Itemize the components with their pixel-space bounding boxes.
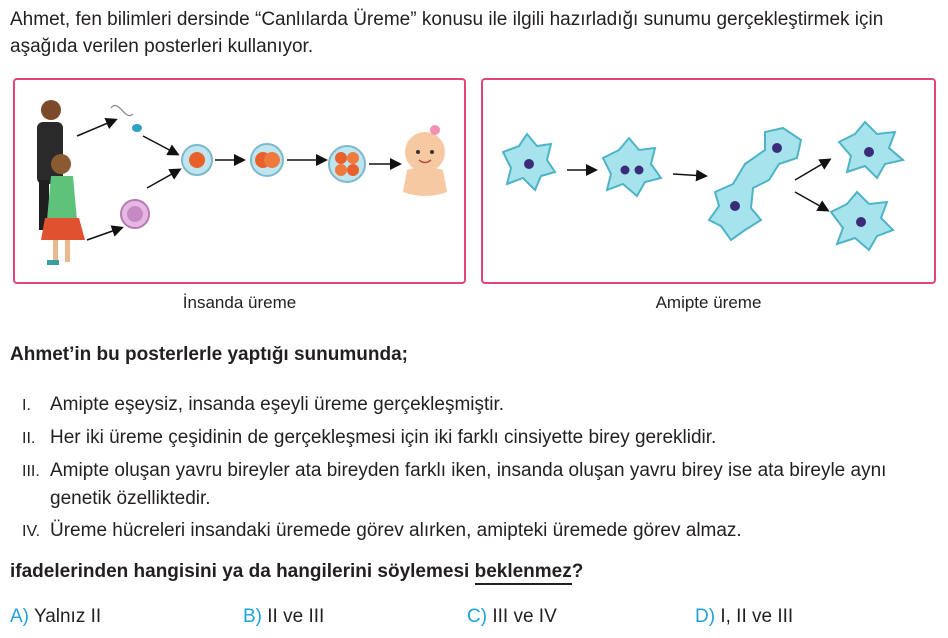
- option-letter: A): [10, 606, 29, 627]
- option-a[interactable]: A) Yalnız II: [10, 606, 101, 628]
- two-cell-embryo: [250, 143, 284, 177]
- amoeba-splitting: [707, 126, 803, 242]
- option-text: I, II ve III: [720, 606, 794, 627]
- statement-text: Amipte oluşan yavru bireyler ata bireyde…: [50, 460, 887, 509]
- ending-question-mark: ?: [571, 561, 584, 582]
- statement-4: IV. Üreme hücreleri insandaki üremede gör…: [22, 517, 940, 546]
- sperm-cell: [110, 105, 142, 132]
- question-stem: Ahmet’in bu posterlerle yaptığı sunumund…: [10, 344, 408, 365]
- statement-1: I. Amipte eşeysiz, insanda eşeyli üreme g…: [22, 391, 940, 420]
- statement-number: I.: [22, 397, 31, 414]
- baby-figure: [403, 125, 447, 196]
- poster-amoeba-reproduction: [481, 78, 936, 284]
- option-b[interactable]: B) II ve III: [243, 606, 324, 628]
- statement-text: Amipte eşeysiz, insanda eşeyli üreme ger…: [50, 394, 505, 415]
- option-d[interactable]: D) I, II ve III: [695, 606, 793, 628]
- ending-underlined-word: beklenmez: [474, 561, 572, 585]
- amoeba-daughter-1: [837, 120, 906, 180]
- amoeba-reproduction-caption: Amipte üreme: [655, 293, 762, 312]
- statement-number: III.: [22, 463, 40, 480]
- option-text: II ve III: [267, 606, 325, 627]
- human-reproduction-illustration: [37, 100, 447, 265]
- option-letter: D): [695, 606, 716, 627]
- amoeba-daughter-2: [829, 190, 895, 252]
- option-text: Yalnız II: [33, 606, 102, 627]
- human-reproduction-caption: İnsanda üreme: [182, 293, 297, 312]
- statement-number: IV.: [22, 523, 41, 540]
- poster-human-reproduction: [13, 78, 466, 284]
- intro-text: Ahmet, fen bilimleri dersinde “Canlılard…: [10, 9, 884, 57]
- woman-figure: [41, 154, 85, 265]
- option-c[interactable]: C) III ve IV: [467, 606, 557, 628]
- statement-number: II.: [22, 430, 36, 447]
- statement-text: Her iki üreme çeşidinin de gerçekleşmesi…: [50, 427, 717, 448]
- amoeba-nucleus-division: [601, 136, 663, 198]
- statement-text: Üreme hücreleri insandaki üremede görev …: [50, 520, 742, 541]
- egg-cell: [120, 199, 150, 229]
- zygote: [181, 144, 213, 176]
- morula-embryo: [328, 145, 366, 183]
- option-letter: B): [243, 606, 262, 627]
- ending-text: ifadelerinden hangisini ya da hangilerin…: [10, 561, 475, 582]
- statement-3: III. Amipte oluşan yavru bireyler ata bir…: [22, 457, 940, 513]
- option-letter: C): [467, 606, 488, 627]
- statement-2: II. Her iki üreme çeşidinin de gerçekleşm…: [22, 424, 940, 453]
- amoeba-reproduction-illustration: [501, 120, 906, 252]
- option-text: III ve IV: [492, 606, 557, 627]
- question-ending: ifadelerinden hangisini ya da hangilerin…: [10, 561, 584, 585]
- amoeba-parent: [501, 132, 557, 192]
